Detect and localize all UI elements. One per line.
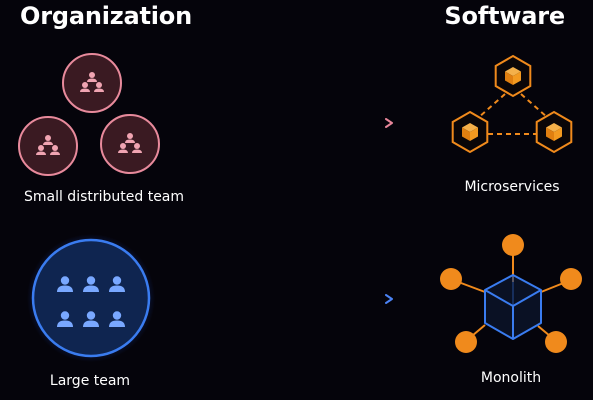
team-circle-top	[62, 53, 122, 113]
orange-dot-icon	[440, 234, 582, 353]
cube-hexagon-icon	[535, 111, 573, 153]
small-team-caption: Small distributed team	[23, 189, 185, 205]
small-team-group	[18, 53, 160, 176]
monolith-caption: Monolith	[480, 370, 542, 386]
team-circle-left	[18, 116, 78, 176]
monolith-group	[440, 234, 582, 353]
large-team-group	[27, 234, 155, 362]
large-team-caption: Large team	[49, 373, 131, 389]
microservices-group	[451, 55, 573, 153]
service-links	[477, 93, 549, 135]
team-circle-right	[100, 114, 160, 174]
organization-heading: Organization	[20, 2, 192, 30]
wireframe-cube-icon	[484, 274, 542, 340]
cube-hexagon-icon	[451, 111, 489, 153]
microservices-caption: Microservices	[464, 179, 560, 195]
cube-hexagon-icon	[494, 55, 532, 97]
software-heading: Software	[444, 2, 565, 30]
